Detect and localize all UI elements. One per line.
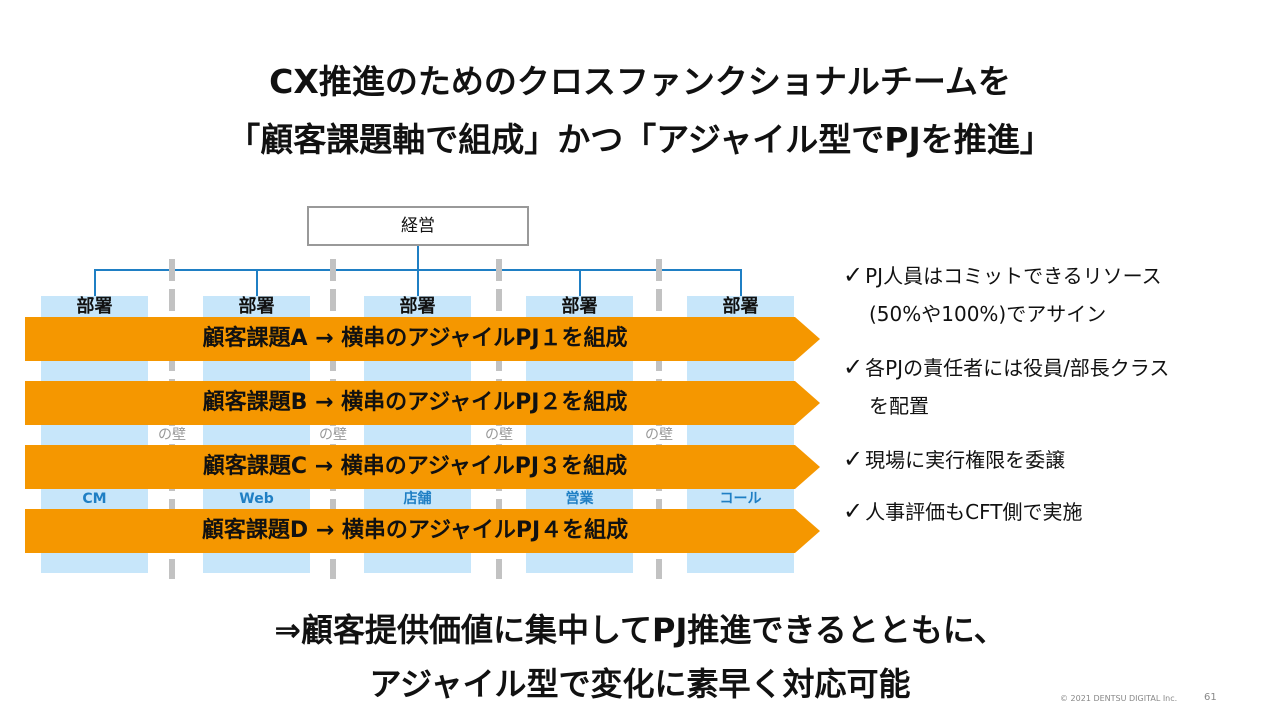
slide-title-line2: 「顧客課題軸で組成」かつ「アジャイル型でPJを推進」 (227, 120, 1053, 159)
check-icon: ✓ (843, 445, 864, 473)
check-icon: ✓ (843, 497, 864, 525)
project-banner-1: 顧客課題A → 横串のアジャイルPJ１を組成 (25, 317, 820, 361)
page-number: 61 (1204, 692, 1217, 703)
check-icon: ✓ (843, 261, 864, 289)
connector-line (94, 269, 96, 296)
banner-text: 顧客課題B → 横串のアジャイルPJ２を組成 (202, 390, 628, 415)
bullet-item: ✓各PJの責任者には役員/部長クラスを配置 (843, 348, 1263, 425)
column-label-web: Web (239, 491, 274, 507)
connector-line (417, 244, 419, 271)
conclusion-line1: ⇒顧客提供価値に集中してPJ推進できるとともに、 (274, 611, 1006, 649)
bullet-text: 現場に実行権限を委譲 (865, 448, 1066, 472)
connector-line (417, 269, 419, 296)
connector-line (579, 269, 581, 296)
bullet-item: ✓現場に実行権限を委譲 (843, 440, 1263, 479)
department-label: 部署 (76, 296, 113, 317)
management-box: 経営 (307, 206, 529, 246)
check-icon: ✓ (843, 353, 864, 381)
project-banner-4: 顧客課題D → 横串のアジャイルPJ４を組成 (25, 509, 820, 553)
column-label-call: コール (719, 491, 762, 507)
bullet-text: (50%や100%)でアサイン (869, 302, 1107, 326)
bullet-text: を配置 (869, 394, 929, 418)
conclusion-line2: アジャイル型で変化に素早く対応可能 (369, 665, 911, 703)
column-label-cm: CM (82, 491, 107, 507)
bullet-text: PJ人員はコミットできるリソース (865, 264, 1162, 288)
wall-label: の壁 (316, 426, 350, 444)
slide-title-line1: CX推進のためのクロスファンクショナルチームを (269, 62, 1011, 101)
bullet-item: ✓人事評価もCFT側で実施 (843, 492, 1263, 531)
banner-text: 顧客課題A → 横串のアジャイルPJ１を組成 (202, 326, 628, 351)
copyright: © 2021 DENTSU DIGITAL Inc. (1060, 694, 1178, 703)
project-banner-2: 顧客課題B → 横串のアジャイルPJ２を組成 (25, 381, 820, 425)
column-label-store: 店舗 (403, 491, 432, 507)
wall-label: の壁 (482, 426, 516, 444)
banner-text: 顧客課題D → 横串のアジャイルPJ４を組成 (201, 518, 629, 543)
connector-line (256, 269, 258, 296)
banner-text: 顧客課題C → 横串のアジャイルPJ３を組成 (202, 454, 628, 479)
project-banner-3: 顧客課題C → 横串のアジャイルPJ３を組成 (25, 445, 820, 489)
column-label-sales: 営業 (565, 491, 594, 507)
department-label: 部署 (722, 296, 759, 317)
bullet-text: 各PJの責任者には役員/部長クラス (865, 356, 1170, 380)
department-label: 部署 (561, 296, 598, 317)
bullet-text: 人事評価もCFT側で実施 (865, 500, 1083, 524)
bullet-item: ✓PJ人員はコミットできるリソース (50%や100%)でアサイン (843, 256, 1263, 333)
department-label: 部署 (399, 296, 436, 317)
wall-label: の壁 (155, 426, 189, 444)
wall-label: の壁 (642, 426, 676, 444)
department-label: 部署 (238, 296, 275, 317)
connector-line (740, 269, 742, 296)
